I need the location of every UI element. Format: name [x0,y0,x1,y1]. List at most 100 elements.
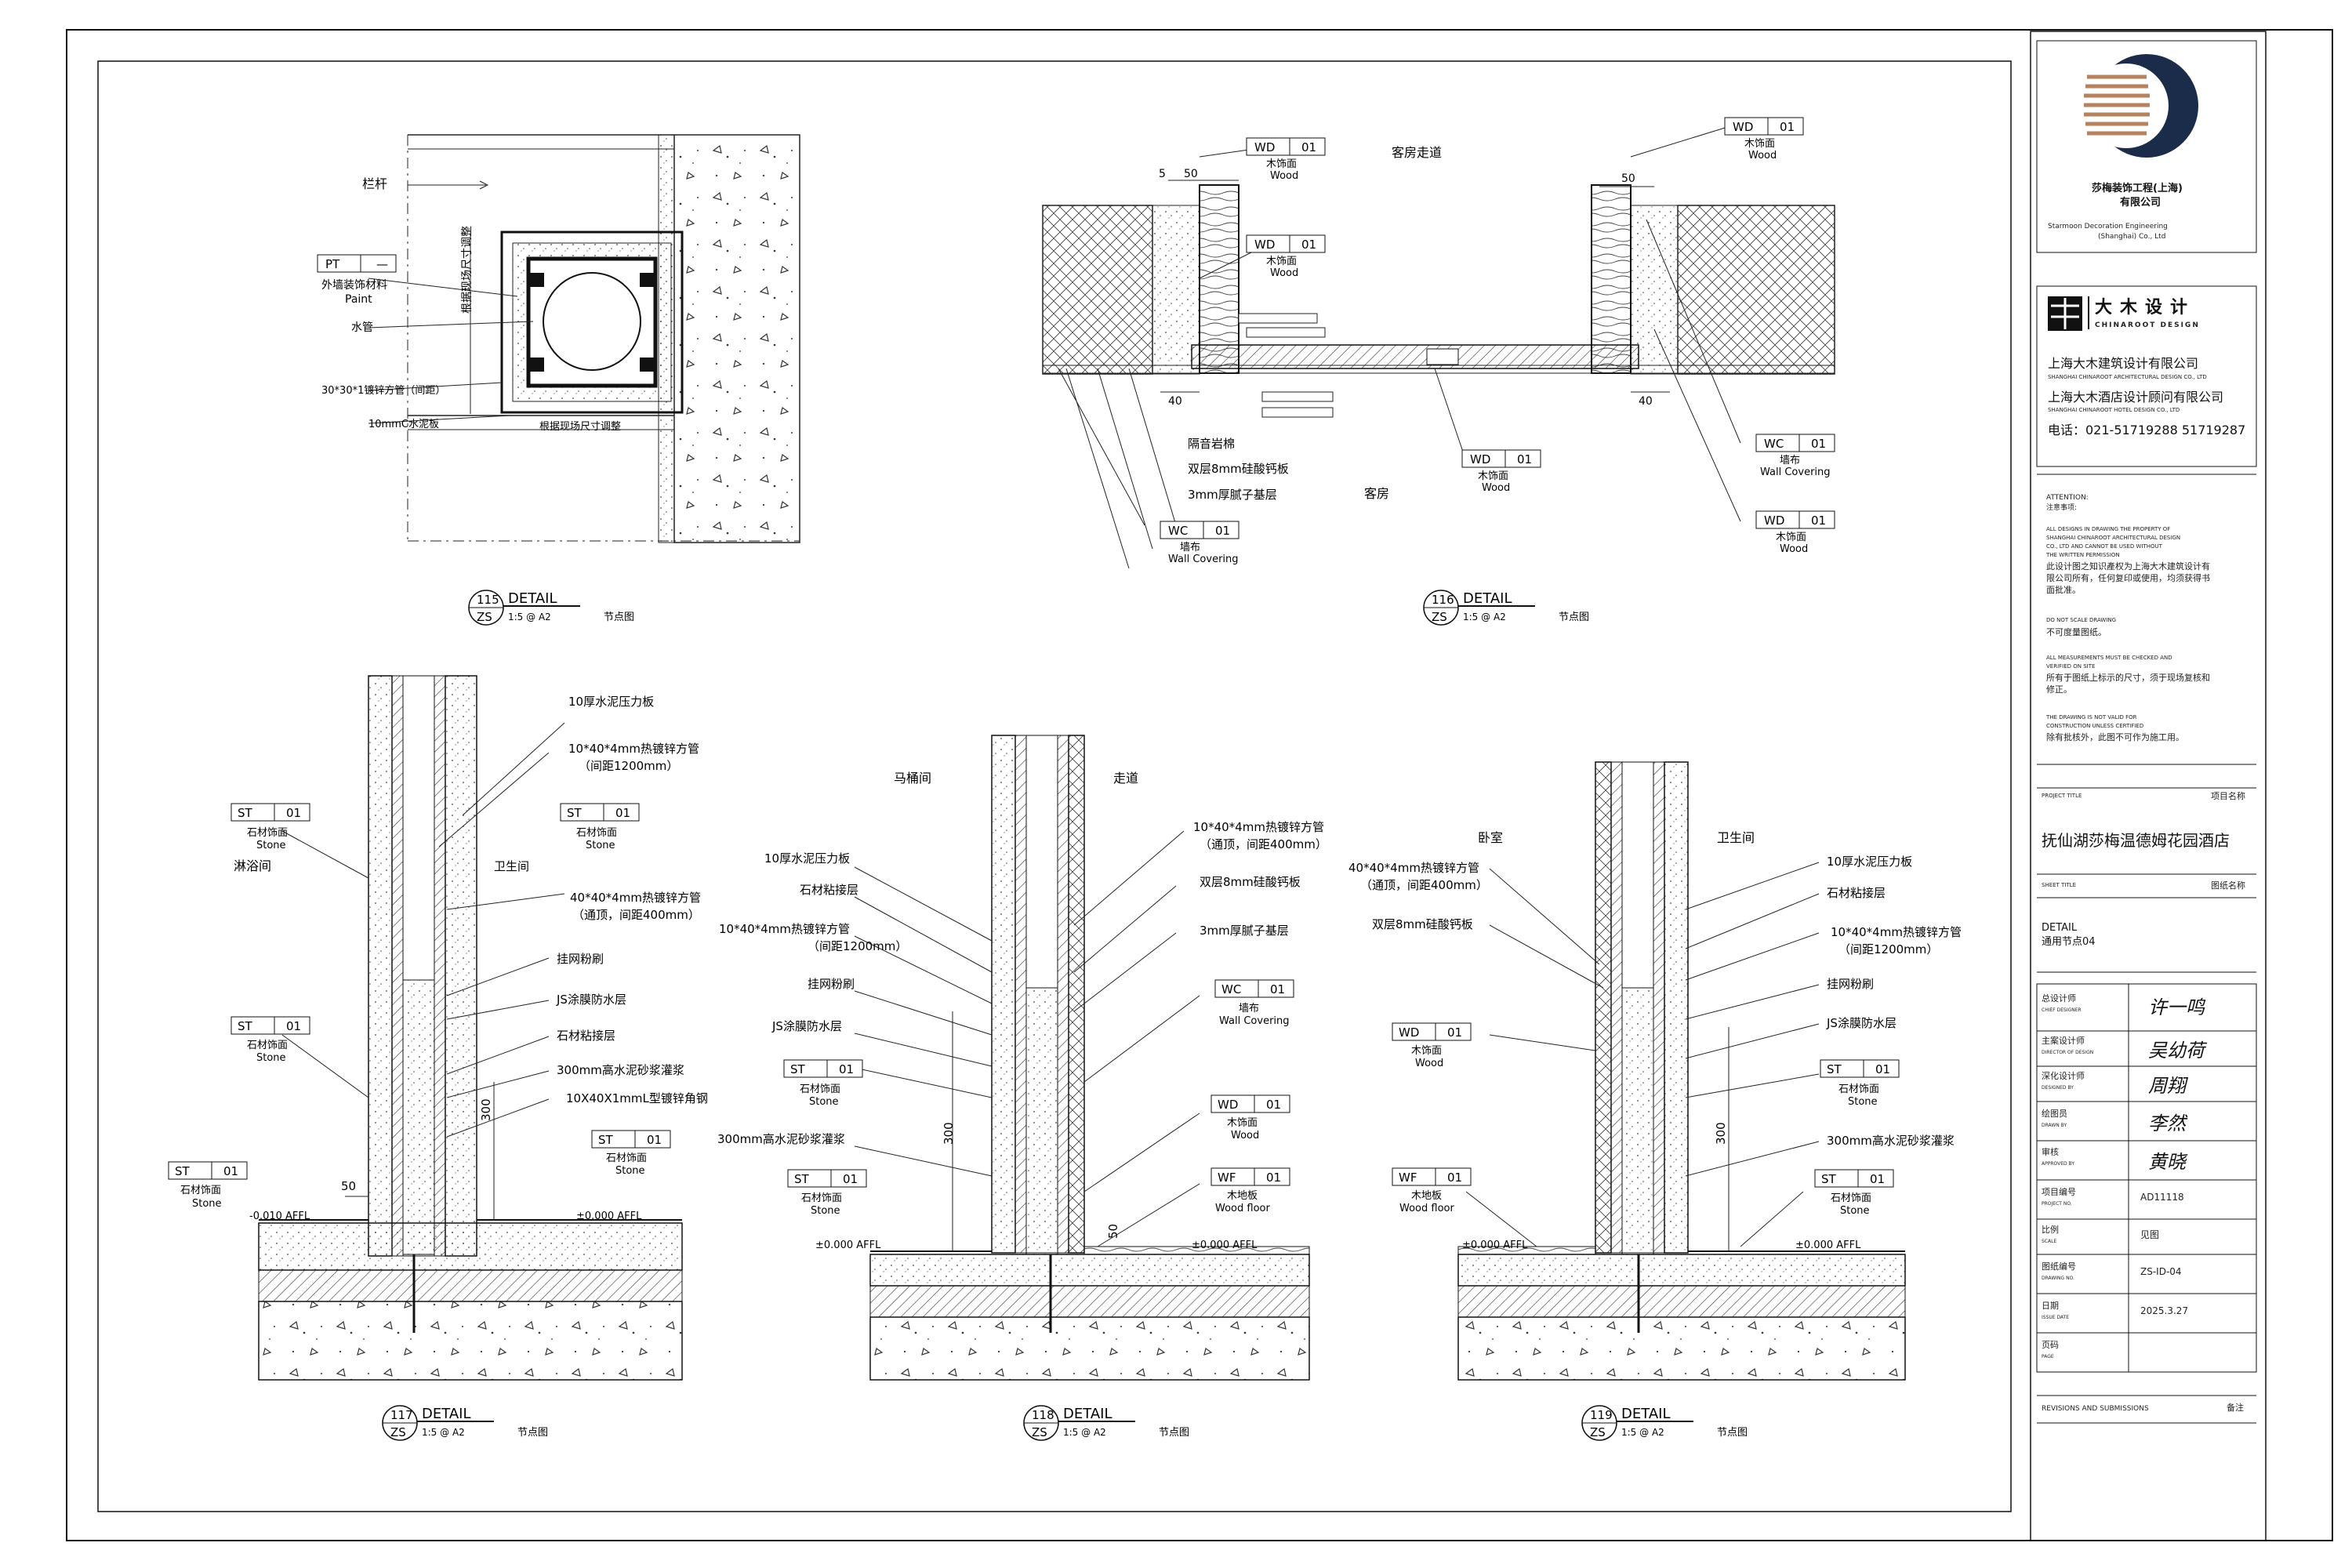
svg-text:50: 50 [341,1179,356,1193]
svg-text:DETAIL: DETAIL [508,590,557,607]
svg-text:PT: PT [325,257,340,271]
svg-text:01: 01 [1875,1062,1890,1076]
chinaroot-logo [2048,296,2089,331]
svg-text:—: — [376,257,388,271]
info-label-en: PAGE [2042,1354,2054,1359]
svg-text:走道: 走道 [1113,771,1138,786]
svg-text:40: 40 [1639,395,1653,408]
svg-text:117: 117 [390,1408,413,1422]
svg-text:01: 01 [615,806,630,820]
svg-text:Wall Covering: Wall Covering [1168,554,1239,565]
svg-text:石材饰面: 石材饰面 [606,1152,647,1164]
svg-text:Stone: Stone [192,1198,222,1210]
svg-text:01: 01 [1266,1171,1281,1185]
svg-text:木饰面: 木饰面 [1227,1117,1258,1129]
company-name-cn: 莎梅装饰工程(上海) [2092,183,2183,194]
svg-text:01: 01 [843,1172,858,1186]
svg-text:10mmC水泥板: 10mmC水泥板 [368,419,439,430]
info-value: 见图 [2140,1229,2160,1240]
svg-text:JS涂膜防水层: JS涂膜防水层 [1826,1016,1896,1030]
note-copyright-cn: 此设计图之知识產权为上海大木建筑设计有 [2046,561,2210,572]
svg-text:1:5 @ A2: 1:5 @ A2 [422,1427,465,1438]
svg-text:Stone: Stone [811,1205,840,1217]
note-scale-en: DO NOT SCALE DRAWING [2046,617,2117,623]
chinaroot-name-cn: 大木设计 [2095,298,2196,318]
info-label: 页码 [2042,1340,2059,1350]
svg-text:10*40*4mm热镀锌方管: 10*40*4mm热镀锌方管 [568,742,699,756]
svg-text:50: 50 [1184,168,1198,180]
note-measure-cn-2: 修正。 [2046,684,2072,695]
note-measure-en-2: VERIFIED ON SITE [2046,663,2096,670]
svg-text:石材饰面: 石材饰面 [180,1185,221,1196]
svg-text:淋浴间: 淋浴间 [234,858,271,873]
svg-text:ZS: ZS [1432,610,1447,624]
svg-text:石材饰面: 石材饰面 [247,827,288,839]
sign-role-en: APPROVED BY [2042,1161,2075,1167]
sign-role: 审核 [2042,1147,2059,1157]
svg-text:300: 300 [479,1098,493,1121]
svg-text:WC: WC [1168,524,1188,538]
svg-text:Wood: Wood [1270,267,1298,279]
svg-text:10*40*4mm热镀锌方管: 10*40*4mm热镀锌方管 [1831,925,1962,939]
svg-text:ZS: ZS [1590,1425,1606,1439]
info-label: 图纸编号 [2042,1261,2076,1272]
svg-text:40: 40 [1168,395,1182,408]
svg-text:10厚水泥压力板: 10厚水泥压力板 [764,851,850,866]
svg-text:双层8mm硅酸钙板: 双层8mm硅酸钙板 [1200,875,1301,889]
svg-text:ST: ST [238,1019,253,1033]
svg-text:ST: ST [1821,1172,1837,1186]
note-construction-cn: 除有批核外，此图不可作为施工用。 [2046,732,2184,742]
svg-text:01: 01 [1301,140,1316,154]
svg-text:01: 01 [223,1164,238,1178]
svg-text:木饰面: 木饰面 [1776,532,1806,543]
label: 栏杆 [362,176,387,191]
svg-text:双层8mm硅酸钙板: 双层8mm硅酸钙板 [1188,462,1289,476]
svg-text:01: 01 [1811,437,1826,451]
attention-label: ATTENTION: [2046,494,2089,502]
svg-text:ST: ST [567,806,583,820]
svg-text:Wood floor: Wood floor [1215,1203,1270,1214]
svg-text:挂网粉刷: 挂网粉刷 [808,977,855,991]
note-copyright-en-3: CO., LTD AND CANNOT BE USED WITHOUT [2046,543,2162,550]
note-copyright-cn-3: 面批准。 [2046,585,2081,595]
svg-text:01: 01 [839,1062,854,1076]
svg-text:01: 01 [647,1133,662,1147]
svg-text:Wood: Wood [1780,543,1808,555]
svg-text:节点图: 节点图 [1717,1427,1748,1439]
revisions-label: REVISIONS AND SUBMISSIONS [2042,1405,2149,1413]
phone-number: 电话：021-51719288 51719287 [2048,423,2246,437]
svg-text:WD: WD [1399,1025,1419,1040]
svg-text:119: 119 [1590,1408,1613,1422]
svg-text:ZS: ZS [477,610,492,624]
info-label-en: PROJECT NO. [2042,1201,2072,1207]
svg-text:ST: ST [175,1164,191,1178]
svg-text:1:5 @ A2: 1:5 @ A2 [508,612,551,622]
svg-text:300mm高水泥砂浆灌浆: 300mm高水泥砂浆灌浆 [1827,1134,1955,1148]
info-value: AD11118 [2140,1192,2184,1203]
svg-text:±0.000 AFFL: ±0.000 AFFL [1795,1240,1861,1251]
svg-text:01: 01 [1447,1171,1462,1185]
svg-text:1:5 @ A2: 1:5 @ A2 [1621,1427,1664,1438]
note-copyright-en: ALL DESIGNS IN DRAWING THE PROPERTY OF [2046,526,2171,532]
svg-text:挂网粉刷: 挂网粉刷 [557,952,604,966]
info-value: ZS-ID-04 [2140,1266,2182,1277]
svg-text:木饰面: 木饰面 [1744,138,1775,150]
svg-text:Stone: Stone [256,840,286,851]
note-copyright-en-4: THE WRITTEN PERMISSION [2046,552,2120,558]
svg-text:WF: WF [1399,1171,1417,1185]
svg-text:石材粘接层: 石材粘接层 [557,1029,615,1043]
svg-text:（通顶，间距400mm）: （通顶，间距400mm） [1360,878,1488,892]
svg-text:WD: WD [1218,1098,1238,1112]
svg-text:WC: WC [1221,982,1241,996]
svg-text:石材饰面: 石材饰面 [1831,1192,1871,1204]
chinaroot-name-en: CHINAROOT DESIGN [2095,321,2200,329]
svg-text:墙布: 墙布 [1180,542,1200,554]
svg-text:±0.000 AFFL: ±0.000 AFFL [1192,1240,1258,1251]
svg-text:Stone: Stone [615,1165,645,1177]
svg-text:Wall Covering: Wall Covering [1219,1015,1290,1027]
sign-role-en: DIRECTOR OF DESIGN [2042,1050,2094,1055]
signature: 吴幼荷 [2148,1040,2205,1062]
svg-text:Stone: Stone [1848,1096,1878,1108]
